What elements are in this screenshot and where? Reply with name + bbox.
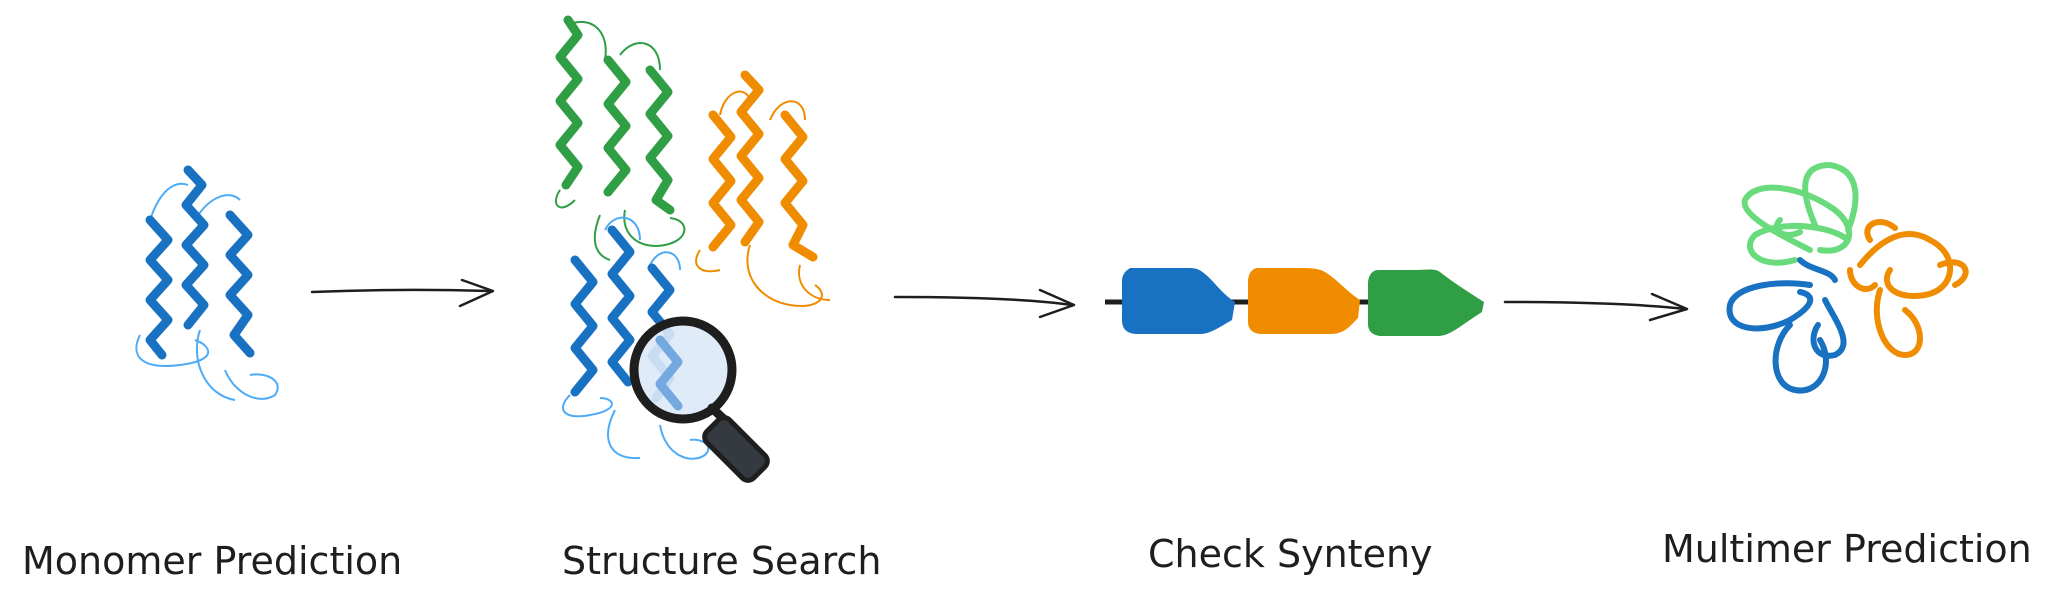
green-helix xyxy=(603,55,631,197)
monomer-loop xyxy=(149,182,189,221)
orange-helix xyxy=(708,110,736,252)
monomer-loop xyxy=(224,369,279,400)
step-label-structure-search: Structure Search xyxy=(562,539,881,583)
complex-orange-chain xyxy=(1847,219,1969,358)
step-label-multimer: Multimer Prediction xyxy=(1662,527,2032,571)
green-helix xyxy=(645,65,675,215)
magnifying-glass-icon xyxy=(629,316,770,483)
blue-helix xyxy=(607,225,635,387)
synteny-genes xyxy=(1105,268,1484,336)
step-label-synteny: Check Synteny xyxy=(1148,532,1433,576)
arrow-1 xyxy=(310,278,495,308)
orange-helix xyxy=(780,110,818,262)
monomer-helix xyxy=(145,215,173,360)
complex-green-chain xyxy=(1741,162,1859,266)
blue-helix xyxy=(570,255,598,397)
monomer-helix xyxy=(181,165,209,330)
orange-structure xyxy=(695,70,831,307)
search-structures xyxy=(555,15,831,483)
green-structure xyxy=(555,15,686,261)
orange-helix xyxy=(736,70,764,247)
monomer-loop xyxy=(135,334,210,367)
gene-arrow-icon xyxy=(1248,268,1360,334)
step-label-monomer: Monomer Prediction xyxy=(22,539,402,583)
arrow-3 xyxy=(1503,292,1689,322)
gene-arrow-icon xyxy=(1122,268,1235,334)
monomer-helix xyxy=(225,210,255,358)
green-helix xyxy=(555,15,583,190)
monomer-loop xyxy=(195,329,236,401)
arrow-2 xyxy=(893,288,1076,319)
monomer-structure xyxy=(135,165,279,401)
complex-blue-chain xyxy=(1726,257,1847,394)
protein-complex-icon xyxy=(1726,162,1969,394)
gene-arrow-icon xyxy=(1368,269,1484,336)
